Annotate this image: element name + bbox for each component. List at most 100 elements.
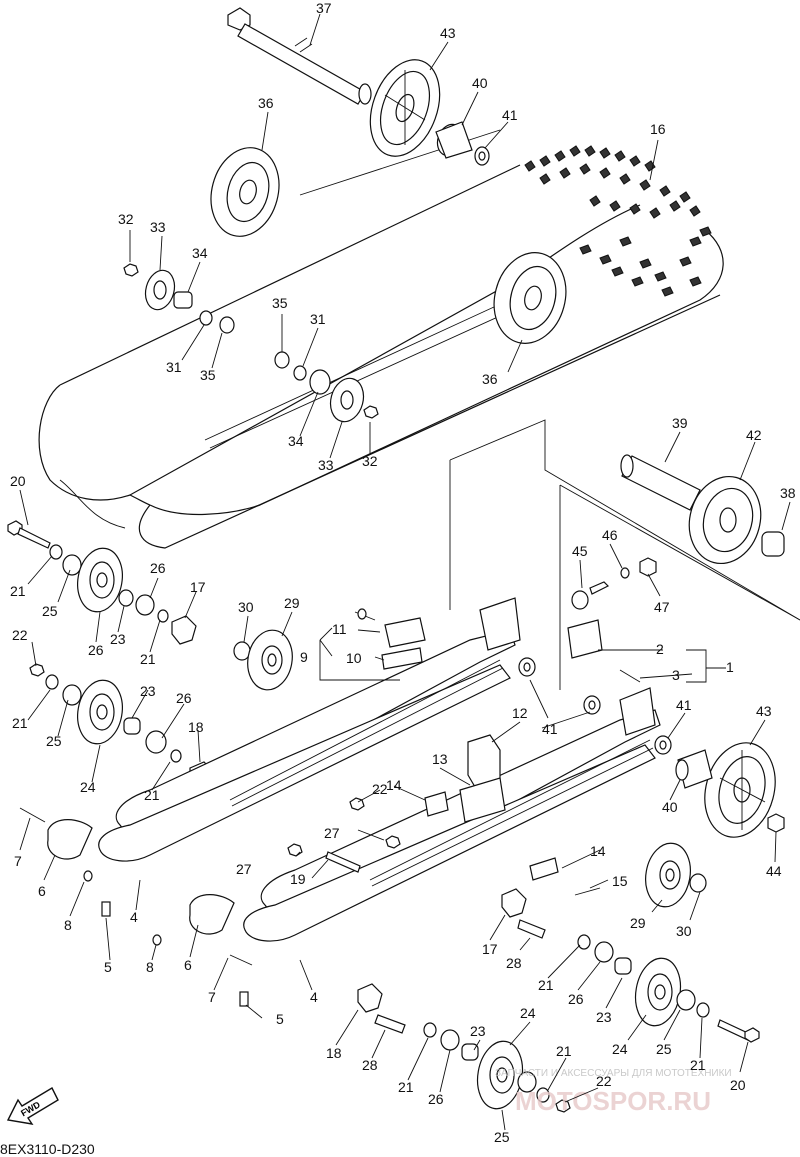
callout-label: 25 bbox=[42, 603, 58, 619]
nut-44 bbox=[767, 813, 785, 833]
wheel-42 bbox=[688, 475, 762, 565]
callout-label: 10 bbox=[346, 650, 362, 666]
callout-label: 28 bbox=[506, 955, 522, 971]
hardware-set-upper bbox=[123, 263, 235, 334]
callout-label: 34 bbox=[288, 433, 304, 449]
washer-41-top bbox=[474, 146, 490, 166]
callout-label: 36 bbox=[482, 371, 498, 387]
callout-label: 21 bbox=[690, 1057, 706, 1073]
callout-label: 26 bbox=[428, 1091, 444, 1107]
idler-wheel-36-lower bbox=[493, 252, 567, 344]
callout-label: 21 bbox=[538, 977, 554, 993]
callout-label: 15 bbox=[612, 873, 628, 889]
callout-label: 22 bbox=[12, 627, 28, 643]
callout-label: 43 bbox=[440, 25, 456, 41]
callout-label: 23 bbox=[110, 631, 126, 647]
callout-label: 23 bbox=[140, 683, 156, 699]
callout-label: 1 bbox=[726, 659, 734, 675]
callout-label: 21 bbox=[12, 715, 28, 731]
callout-label: 27 bbox=[324, 825, 340, 841]
callout-label: 21 bbox=[556, 1043, 572, 1059]
wheel-43-lower bbox=[704, 742, 776, 838]
callout-label: 8 bbox=[64, 917, 72, 933]
callout-label: 40 bbox=[662, 799, 678, 815]
bracket-group-1 bbox=[567, 557, 657, 683]
callout-label: 14 bbox=[590, 843, 606, 859]
callout-label: 25 bbox=[494, 1129, 510, 1145]
callout-label: 4 bbox=[130, 909, 138, 925]
collar-40-lower bbox=[675, 749, 713, 789]
dashed-group-right bbox=[449, 419, 800, 690]
watermark: MOTOSPOR.RU ЗАПЧАСТИ И АКСЕССУАРЫ ДЛЯ МО… bbox=[495, 1068, 732, 1116]
track-belt bbox=[38, 129, 724, 549]
pad-6-right bbox=[152, 894, 253, 1007]
callout-label: 41 bbox=[502, 107, 518, 123]
callout-label: 45 bbox=[572, 543, 588, 559]
callout-label: 21 bbox=[10, 583, 26, 599]
callout-label: 31 bbox=[310, 311, 326, 327]
callout-label: 33 bbox=[150, 219, 166, 235]
callout-label: 32 bbox=[362, 453, 378, 469]
callout-label: 31 bbox=[166, 359, 182, 375]
arm-17-lower bbox=[501, 888, 546, 939]
callout-label: 16 bbox=[650, 121, 666, 137]
left-wheel-set-upper bbox=[49, 544, 197, 645]
callout-label: 21 bbox=[140, 651, 156, 667]
wheel-29-upper bbox=[233, 629, 293, 691]
callout-label: 44 bbox=[766, 863, 782, 879]
callout-label: 34 bbox=[192, 245, 208, 261]
callout-label: 14 bbox=[386, 777, 402, 793]
rear-axle-shaft bbox=[227, 7, 372, 105]
washers-41-rails bbox=[518, 657, 672, 755]
arm-18-lower bbox=[357, 983, 406, 1034]
callout-label: 27 bbox=[236, 861, 252, 877]
callout-label: 23 bbox=[470, 1023, 486, 1039]
callout-label: 46 bbox=[602, 527, 618, 543]
center-mount-12-13 bbox=[424, 734, 559, 881]
shaft-39 bbox=[620, 454, 701, 511]
bolts-center bbox=[287, 797, 601, 896]
bottom-wheel-set-left bbox=[423, 1022, 571, 1113]
callout-label: 24 bbox=[612, 1041, 628, 1057]
diagram-code: 8EX3110-D230 bbox=[0, 1141, 95, 1157]
callout-label: 13 bbox=[432, 751, 448, 767]
callout-label: 19 bbox=[290, 871, 306, 887]
callout-label: 28 bbox=[362, 1057, 378, 1073]
callout-label: 25 bbox=[656, 1041, 672, 1057]
collar-38 bbox=[761, 531, 785, 557]
callout-label: 21 bbox=[398, 1079, 414, 1095]
track-lugs bbox=[524, 145, 712, 297]
callout-label: 41 bbox=[676, 697, 692, 713]
callout-label: 41 bbox=[542, 721, 558, 737]
pad-6-left bbox=[19, 807, 111, 917]
callout-label: 43 bbox=[756, 703, 772, 719]
callout-label: 29 bbox=[284, 595, 300, 611]
callout-label: 25 bbox=[46, 733, 62, 749]
callout-label: 47 bbox=[654, 599, 670, 615]
callout-label: 9 bbox=[300, 649, 308, 665]
slide-rail-left bbox=[98, 597, 521, 862]
callout-label: 21 bbox=[144, 787, 160, 803]
watermark-text: ЗАПЧАСТИ И АКСЕССУАРЫ ДЛЯ МОТОТЕХНИКИ bbox=[495, 1068, 732, 1079]
callout-label: 23 bbox=[596, 1009, 612, 1025]
slide-rail-right bbox=[243, 687, 661, 942]
callout-label: 6 bbox=[38, 883, 46, 899]
callout-label: 4 bbox=[310, 989, 318, 1005]
leader-lines bbox=[19, 13, 791, 1131]
callout-label: 8 bbox=[146, 959, 154, 975]
callout-label: 20 bbox=[10, 473, 26, 489]
callout-label: 26 bbox=[568, 991, 584, 1007]
callout-label: 30 bbox=[238, 599, 254, 615]
callout-label: 38 bbox=[780, 485, 796, 501]
fwd-arrow-icon: FWD bbox=[6, 1087, 59, 1125]
callout-label: 26 bbox=[88, 642, 104, 658]
callout-label: 39 bbox=[672, 415, 688, 431]
callout-label: 32 bbox=[118, 211, 134, 227]
spacer-collar-40-top bbox=[435, 121, 473, 159]
callout-label: 18 bbox=[188, 719, 204, 735]
callout-label: 11 bbox=[332, 621, 347, 637]
callout-label: 22 bbox=[372, 781, 388, 797]
callout-label: 18 bbox=[326, 1045, 342, 1061]
callout-label: 37 bbox=[316, 0, 332, 16]
